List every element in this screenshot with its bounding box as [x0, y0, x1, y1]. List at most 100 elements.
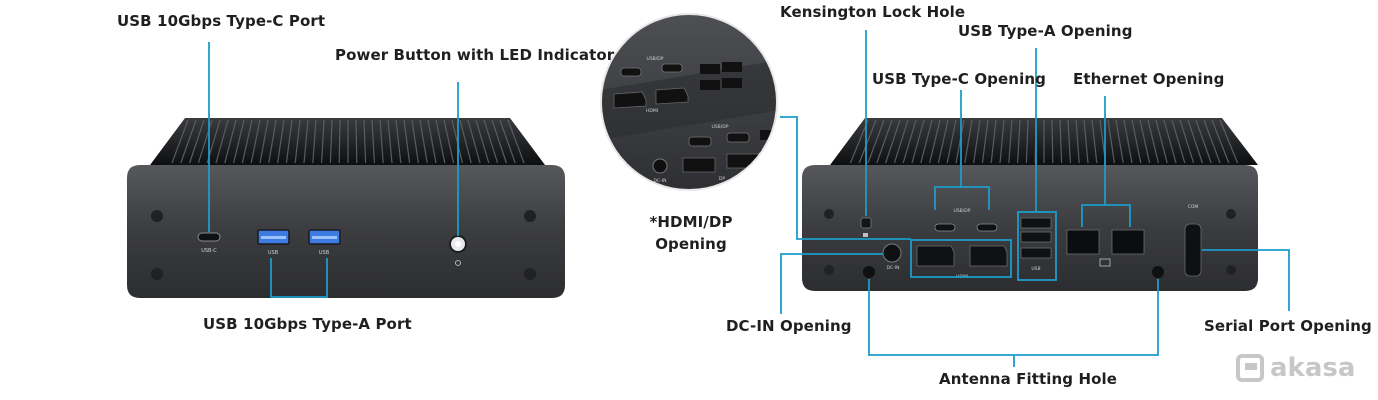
zoom-usb-dp-bottom-label: USB/DP [712, 124, 729, 130]
heatsink-fin [911, 119, 925, 164]
heatsink-fin [233, 119, 245, 164]
zoom-dc-in-label: DC-IN [654, 178, 667, 184]
serial-port-icon [1184, 223, 1202, 277]
heatsink-fin [189, 119, 205, 164]
heatsink-fin [277, 119, 285, 164]
rear-unit: USB/DP HDMI USB DC-IN COM [802, 118, 1258, 291]
heatsink-fin [955, 119, 965, 164]
network-symbol-icon [1099, 258, 1111, 267]
front-leader-lines [208, 42, 459, 298]
heatsink-fin [355, 119, 358, 164]
heatsink-fin [259, 119, 269, 164]
rear-usb-c-port-icon [976, 223, 998, 232]
screw-icon [524, 210, 536, 222]
kensington-lock-icon [860, 217, 872, 229]
heatsink-fin [1195, 119, 1212, 164]
front-unit: USB-C USB USB [127, 118, 565, 298]
heatsink-fin [876, 119, 893, 164]
heatsink-fin [885, 119, 901, 164]
heatsink-fin [929, 119, 941, 164]
zoom-antenna-hole-icon [623, 173, 633, 183]
serial-leader-line [1202, 249, 1290, 311]
rear-com-label: COM [1188, 204, 1199, 210]
heatsink-fin [867, 119, 885, 164]
heatsink-fin [1075, 119, 1080, 164]
ethernet-port-icon [1066, 229, 1100, 255]
heatsink-fin [329, 119, 333, 164]
screw-icon [824, 265, 834, 275]
akasa-logo-text: akasa [1270, 353, 1356, 383]
zoom-usb-c-icon [661, 63, 683, 73]
heatsink-fin [215, 119, 229, 164]
usb-a-port-label-left: USB [268, 250, 279, 256]
heatsink-fin [1025, 119, 1029, 164]
heatsink-fin [990, 119, 997, 164]
akasa-logo-icon [1236, 354, 1264, 382]
rear-usb-a-port-icon [1020, 247, 1052, 259]
heatsink-fin [321, 119, 325, 164]
zoom-dp-label: DP [719, 176, 725, 182]
heatsink-fin [294, 119, 301, 164]
heatsink-fin [224, 119, 237, 164]
heatsink-fin [902, 119, 917, 164]
usb-c-callout: USB 10Gbps Type-C Port [117, 12, 326, 30]
heatsink-fin [411, 119, 419, 164]
heatsink-fin [379, 119, 384, 164]
heatsink-fin [303, 119, 309, 164]
screw-icon [824, 209, 834, 219]
front-heatsink-fins [171, 119, 525, 164]
heatsink-fin [1163, 119, 1177, 164]
heatsink-fin [443, 119, 455, 164]
rear-leader-lines [780, 30, 1290, 367]
heatsink-fin [371, 119, 375, 164]
heatsink-fin [893, 119, 909, 164]
usb-a-port-label-right: USB [319, 250, 330, 256]
heatsink-fin [419, 119, 428, 164]
zoom-usb-dp-top-label: USB/DP [647, 56, 664, 62]
antenna-hole-icon [863, 266, 875, 278]
heatsink-fin [241, 119, 253, 164]
heatsink-fin [1008, 119, 1013, 164]
usb-a-callout: USB 10Gbps Type-A Port [203, 315, 412, 333]
usb-c-opening-callout: USB Type-C Opening [872, 70, 1046, 88]
serial-callout: Serial Port Opening [1204, 317, 1372, 335]
heatsink-fin [475, 119, 490, 164]
screw-icon [151, 210, 163, 222]
heatsink-fin [1203, 119, 1221, 164]
heatsink-fin [858, 119, 877, 164]
usb-c-leader-bracket [934, 186, 990, 210]
zoom-hdmi-label: HDMI [646, 108, 658, 114]
zoom-hdmi-port-icon [613, 91, 647, 109]
heatsink-fin [1155, 119, 1168, 164]
heatsink-fin [999, 119, 1005, 164]
screw-icon [524, 268, 536, 280]
zoom-usb-c-icon [620, 67, 642, 77]
heatsink-fin [427, 119, 437, 164]
heatsink-fin [285, 119, 293, 164]
hdmi-dp-callout: *HDMI/DP Opening [649, 213, 733, 253]
heatsink-fin [1131, 119, 1142, 164]
antenna-hole-icon [1152, 266, 1164, 278]
antenna-callout: Antenna Fitting Hole [939, 370, 1118, 388]
heatsink-fin [1147, 119, 1159, 164]
zoom-hdmi-port-icon [655, 87, 689, 105]
dc-in-leader-line [780, 253, 883, 314]
dc-in-port-icon [882, 243, 902, 263]
heatsink-fin [1187, 119, 1203, 164]
screw-icon [1226, 265, 1236, 275]
zoom-dc-in-icon [652, 158, 668, 174]
heatsink-fin [338, 119, 341, 164]
rear-heatsink-fins [849, 119, 1239, 164]
heatsink-fin [1219, 119, 1239, 164]
rear-usb-a-port-icon [1020, 231, 1052, 243]
usb-a-leader-bracket [270, 258, 328, 298]
heatsink-fin [981, 119, 989, 164]
heatsink-fin [937, 119, 949, 164]
rear-usb-dp-label: USB/DP [954, 208, 971, 214]
rear-usb-label: USB [1031, 266, 1040, 272]
heatsink-fin [1211, 119, 1230, 164]
ethernet-callout: Ethernet Opening [1073, 70, 1225, 88]
heatsink-fin [507, 119, 525, 164]
heatsink-fin [946, 119, 957, 164]
